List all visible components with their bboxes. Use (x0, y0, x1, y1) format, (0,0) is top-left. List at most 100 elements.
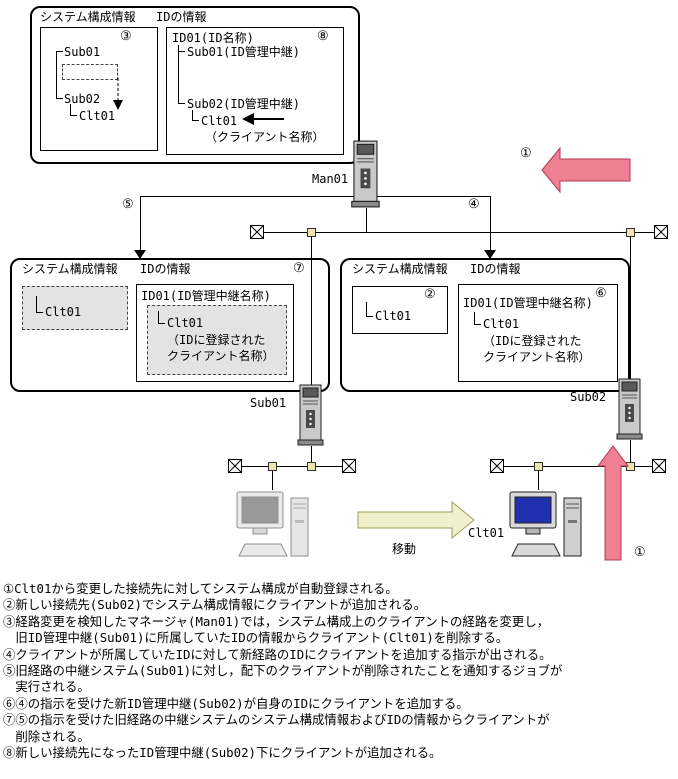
client-label: Clt01 (468, 526, 505, 540)
register-arrow-top (541, 146, 631, 194)
badge-8: ⑧ (317, 29, 329, 44)
manager-id-root: ID01(ID名称) (172, 31, 254, 45)
manager-id-sub01: Sub01(ID管理中継) (187, 45, 301, 59)
sub02-label: Sub02 (570, 390, 607, 404)
manager-label: Man01 (312, 172, 349, 186)
hub-icon (268, 462, 277, 471)
note-line: ③経路変更を検知したマネージャ(Man01)では，システム構成上のクライアントの… (3, 613, 550, 629)
tree-line (70, 104, 71, 116)
note-line: 実行される。 (3, 679, 90, 695)
move-arrow (357, 500, 475, 540)
tree-line (178, 45, 179, 103)
client-computer-old-icon (236, 491, 309, 557)
tree-line (192, 110, 193, 121)
sub02-network-drop (630, 236, 631, 380)
sub01-label: Sub01 (250, 396, 287, 410)
tree-line (366, 316, 373, 317)
network-terminator-icon (654, 225, 668, 239)
notes-block: ①Clt01から変更した接続先に対してシステム構成が自動登録される。 ②新しい接… (3, 581, 562, 761)
tree-line (178, 103, 185, 104)
manager-id-title: IDの情報 (156, 10, 207, 24)
network-bus-top (264, 232, 654, 233)
badge-2: ② (424, 287, 436, 302)
server-icon-sub01 (297, 384, 324, 446)
manager-network-drop (366, 208, 367, 232)
tree-line (158, 311, 159, 324)
sub02-client-box (352, 286, 448, 334)
old-client-drop (272, 466, 273, 490)
badge-1-bottom: ① (634, 545, 646, 560)
note-line: ⑤旧経路の中継システム(Sub01)に対し，配下のクライアントが削除されたことを… (3, 663, 563, 679)
manager-id-clt01: Clt01 (201, 114, 238, 128)
network-bus-right (504, 466, 652, 467)
tree-line (366, 302, 367, 317)
server-icon-sub02 (616, 378, 643, 440)
client-computer-clt01-icon (509, 491, 582, 557)
manager-sysconfig-title: システム構成情報 (40, 10, 136, 24)
note-line: ①Clt01から変更した接続先に対してシステム構成が自動登録される。 (3, 581, 398, 596)
sub01-id-title: IDの情報 (140, 262, 191, 276)
note-line: ⑧新しい接続先になったID管理中継(Sub02)下にクライアントが追加される。 (3, 745, 442, 761)
manager-id-box (166, 27, 344, 155)
manager-tree-sub01: Sub01 (64, 45, 101, 59)
sub01-id-caption1: （IDに登録された (167, 333, 266, 347)
sub02-id-title: IDの情報 (470, 262, 521, 276)
badge-4: ④ (468, 197, 480, 212)
network-terminator-icon (652, 459, 666, 473)
sub02-client: Clt01 (375, 309, 412, 323)
note-line: ⑦⑤の指示を受けた旧経路の中継システムのシステム構成情報およびIDの情報からクラ… (3, 712, 550, 728)
tree-line (36, 312, 43, 313)
sub01-id-caption2: クライアント名称） (167, 349, 275, 363)
tree-line (474, 324, 481, 325)
tree-line (70, 115, 77, 116)
badge-6: ⑥ (595, 286, 607, 301)
register-arrow-bottom (597, 445, 629, 561)
manager-id-client-caption: （クライアント名称） (205, 130, 325, 144)
badge-3: ③ (120, 29, 132, 44)
server-icon-man01 (351, 140, 380, 208)
note-line: ④クライアントが所属していたIDに対して新経路のIDにクライアントを追加する指示… (3, 646, 552, 662)
tree-line (56, 51, 57, 98)
down-arrowhead-icon (484, 250, 496, 259)
instruction-line (140, 196, 490, 197)
manager-tree-clt01: Clt01 (79, 109, 116, 123)
badge-5: ⑤ (122, 197, 134, 212)
note-line: ⑥④の指示を受けた新ID管理中継(Sub02)が自身のIDにクライアントを追加す… (3, 695, 469, 711)
network-bus-left (242, 466, 342, 467)
tree-line (36, 296, 37, 313)
sub01-lan-drop (311, 446, 312, 466)
network-terminator-icon (490, 459, 504, 473)
sub02-id-clt01: Clt01 (483, 317, 520, 331)
badge-7: ⑦ (293, 261, 305, 276)
note-line: 旧ID管理中継(Sub01)に所属していたIDの情報からクライアント(Clt01… (3, 630, 509, 646)
deleted-slot-box (62, 64, 118, 80)
tree-line (178, 51, 185, 52)
tree-line (56, 98, 63, 99)
tree-line (158, 323, 165, 324)
sub01-sysconfig-title: システム構成情報 (22, 262, 118, 276)
hub-icon (534, 462, 543, 471)
network-terminator-icon (228, 459, 242, 473)
sub02-id-caption2: クライアント名称） (483, 350, 591, 364)
sub01-id-deleted-box (147, 305, 287, 375)
tree-line (192, 120, 199, 121)
client-drop (538, 466, 539, 490)
instruction-line-right (490, 196, 491, 250)
sub01-deleted-client: Clt01 (45, 305, 82, 319)
tree-line (56, 51, 63, 52)
manager-id-sub02: Sub02(ID管理中継) (187, 97, 301, 111)
tree-line (474, 312, 475, 325)
sub02-lan-drop (630, 440, 631, 466)
moved-client-arrow-icon (113, 78, 123, 110)
manager-sysconfig-box (40, 27, 158, 151)
sub02-id-box (458, 284, 618, 382)
note-line: ②新しい接続先(Sub02)でシステム構成情報にクライアントが追加される。 (3, 597, 427, 613)
down-arrowhead-icon (134, 250, 146, 259)
badge-1-top: ① (520, 146, 532, 161)
network-terminator-icon (342, 459, 356, 473)
sub01-network-drop (311, 236, 312, 386)
added-client-arrow-icon (242, 113, 284, 125)
sub01-id-root: ID01(ID管理中継名称) (141, 289, 271, 303)
hub-icon (307, 462, 316, 471)
